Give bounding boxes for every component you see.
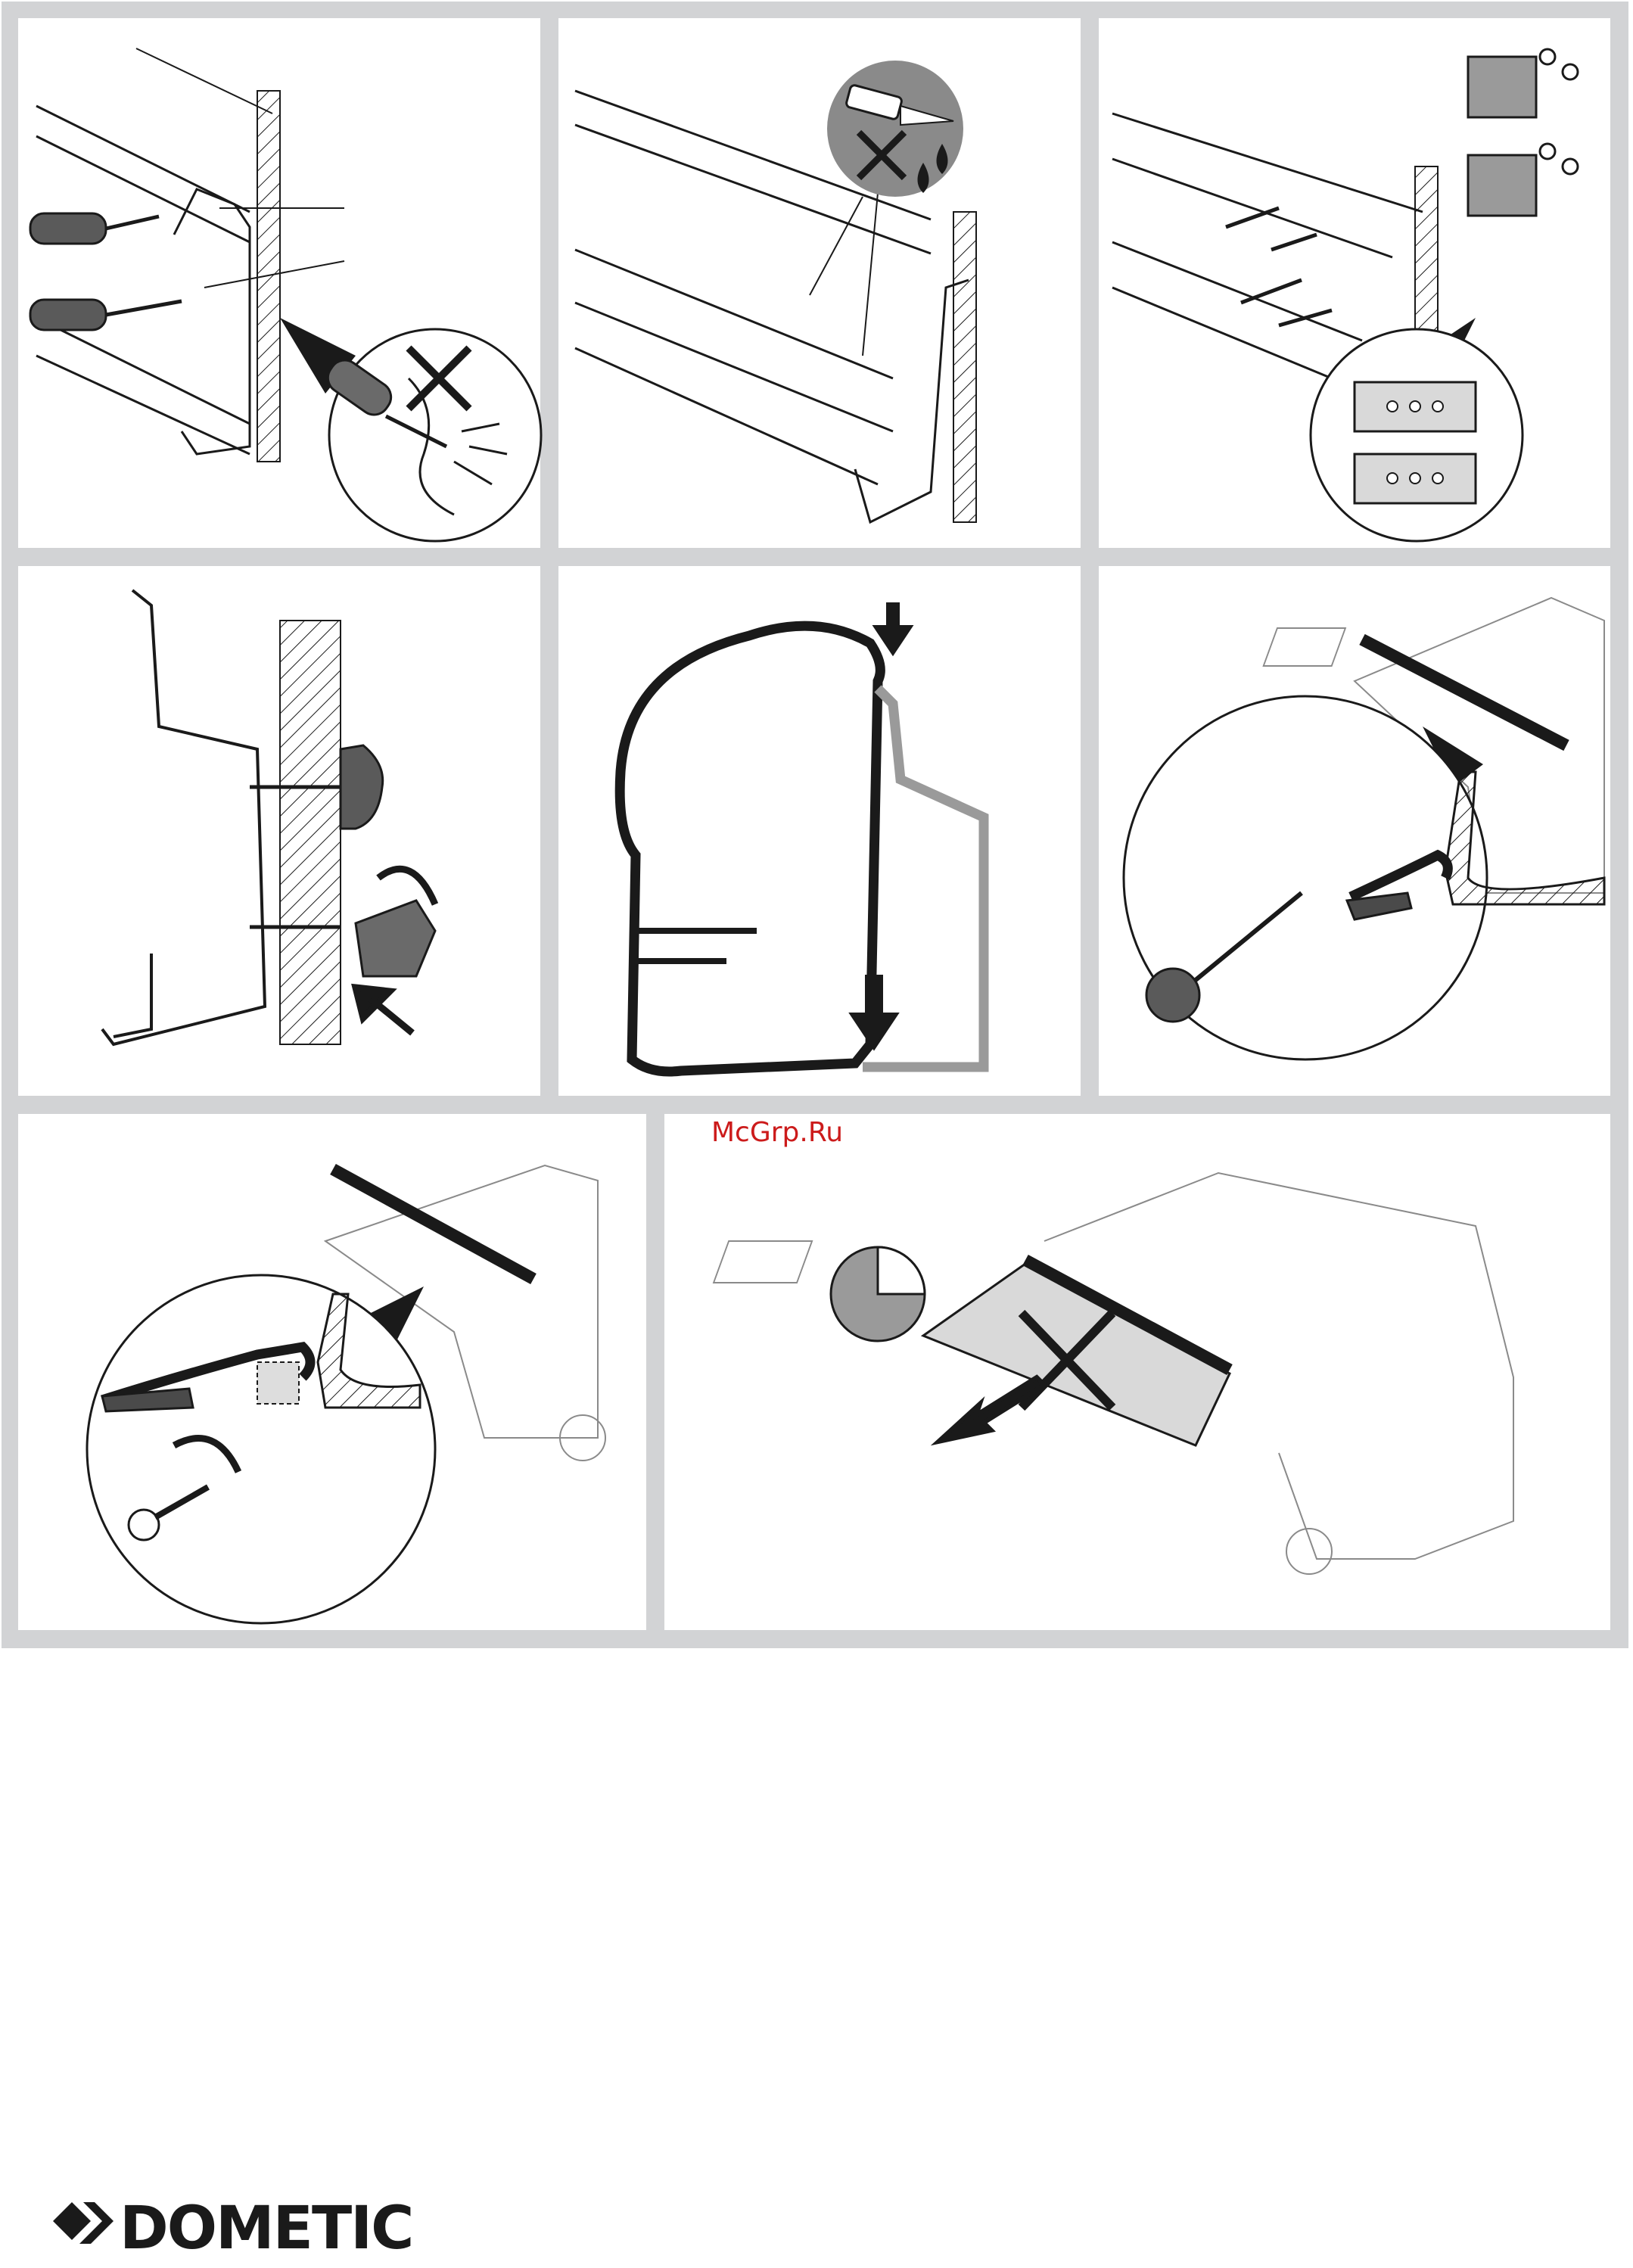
figure-drill-into-rail bbox=[18, 18, 541, 548]
figure-sealant-warning bbox=[558, 18, 1081, 548]
clock-quarter-icon bbox=[831, 1247, 925, 1341]
figure-fasten-screw-detail bbox=[1099, 566, 1610, 1096]
figure-awning-profile-insert bbox=[558, 566, 1081, 1096]
figure-secure-end-screw bbox=[18, 1114, 646, 1630]
magnifier-detail-icon bbox=[329, 329, 541, 541]
sealant-tube-icon bbox=[827, 61, 963, 197]
brand-name: DOMETIC bbox=[120, 2198, 412, 2259]
figure-rail-section-caps bbox=[18, 566, 540, 1096]
watermark: McGrp.Ru bbox=[711, 1114, 938, 1152]
brand-logo: DOMETIC bbox=[47, 2198, 440, 2259]
figure-do-not-pull-awning bbox=[664, 1114, 1610, 1630]
figure-join-plates bbox=[1099, 18, 1610, 548]
